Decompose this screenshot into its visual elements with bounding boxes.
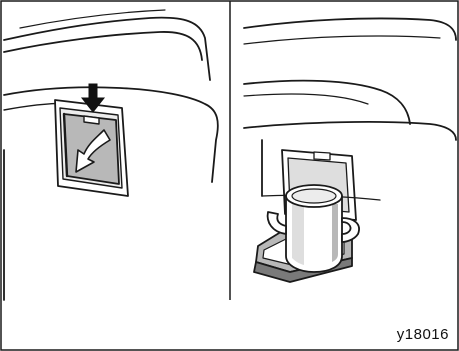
upper-tab [314, 152, 330, 160]
figure-code: y18016 [397, 326, 449, 343]
cup-illustration [286, 185, 342, 272]
lid-tab [84, 116, 99, 124]
